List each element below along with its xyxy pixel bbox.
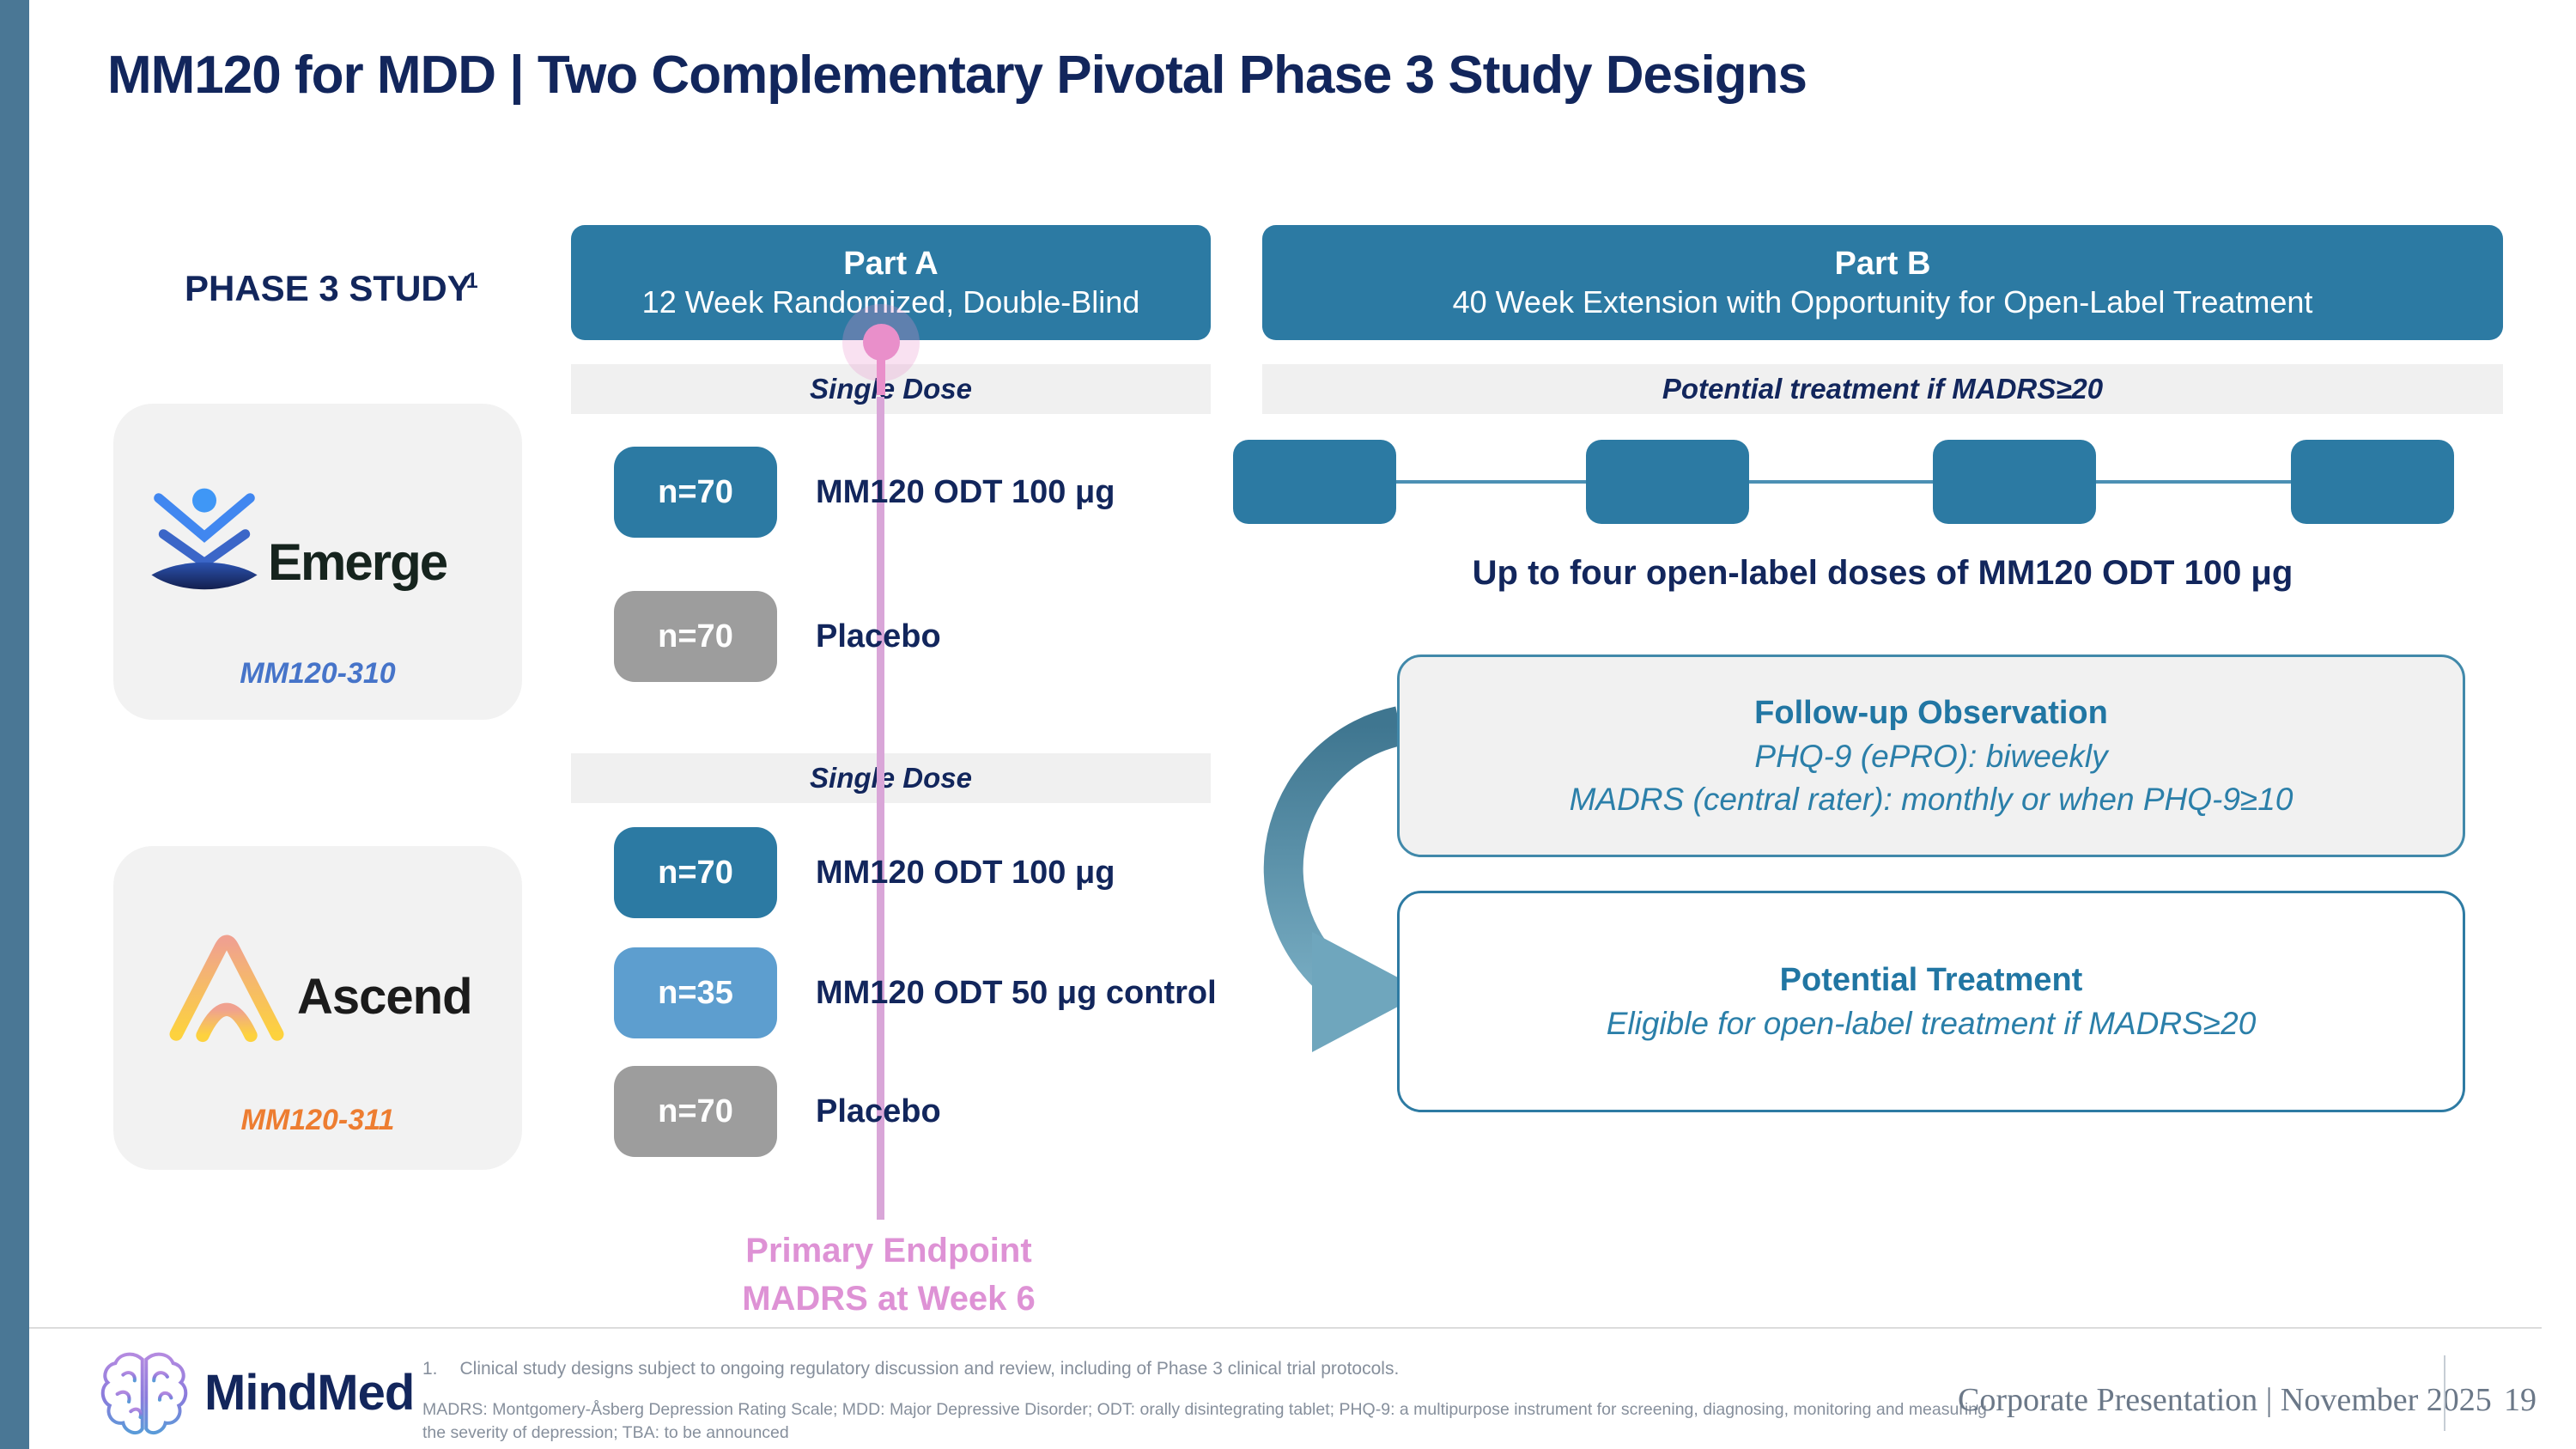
left-accent-bar [0,0,29,1449]
arm-label: Placebo [816,1093,941,1129]
dose-connector-line [1396,480,2291,484]
potential-treatment-box: Potential Treatment Eligible for open-la… [1397,891,2465,1112]
phase-3-study-label: PHASE 3 STUDY1 [185,268,478,308]
arm-n-badge: n=35 [614,947,777,1038]
open-label-doses-caption: Up to four open-label doses of MM120 ODT… [1472,554,2293,592]
study-code-ascend: MM120-311 [240,1104,395,1136]
location-pin-icon [863,324,900,361]
study-code-emerge: MM120-310 [240,657,396,690]
page-title: MM120 for MDD | Two Complementary Pivota… [107,46,1807,105]
study-card-emerge: Emerge MM120-310 [113,404,522,720]
arm-n-badge: n=70 [614,1066,777,1157]
arm-n-badge: n=70 [614,447,777,538]
study-card-ascend: Ascend MM120-311 [113,846,522,1170]
presentation-caption: Corporate Presentation | November 2025 [1958,1382,2492,1418]
dosing-timeline-line [877,397,884,1220]
mindmed-brain-icon [100,1352,188,1435]
single-dose-bar-2: Single Dose [571,753,1211,803]
followup-line-1: PHQ-9 (ePRO): biweekly [1754,739,2108,774]
arm-n-badge: n=70 [614,591,777,682]
followup-line-2: MADRS (central rater): monthly or when P… [1569,782,2293,817]
arm-label: Placebo [816,618,941,654]
arm-label: MM120 ODT 100 μg [816,473,1115,510]
arm-label: MM120 ODT 50 μg control [816,974,1217,1011]
part-a-subtitle: 12 Week Randomized, Double-Blind [641,284,1140,320]
arm-label: MM120 ODT 100 μg [816,854,1115,891]
footer-divider [29,1327,2542,1329]
potential-treatment-line: Eligible for open-label treatment if MAD… [1606,1006,2257,1041]
part-b-subtitle: 40 Week Extension with Opportunity for O… [1452,284,2313,320]
ascend-logo-icon [169,935,284,1043]
followup-title: Follow-up Observation [1754,695,2108,731]
part-a-title: Part A [843,246,939,282]
part-b-title: Part B [1834,246,1931,282]
single-dose-bar-1: Single Dose [571,364,1211,414]
page-number: 19 [2504,1382,2537,1418]
primary-endpoint-note: Primary Endpoint MADRS at Week 6 [742,1232,1036,1318]
location-pin-stem [877,344,885,395]
part-b-note-bar: Potential treatment if MADRS≥20 [1262,364,2503,414]
potential-treatment-title: Potential Treatment [1779,962,2083,998]
followup-observation-box: Follow-up Observation PHQ-9 (ePRO): biwe… [1397,654,2465,857]
arm-n-badge: n=70 [614,827,777,918]
open-label-dose-box [1586,440,1749,524]
footnote-abbreviations: MADRS: Montgomery-Åsberg Depression Rati… [422,1400,1987,1442]
footnote-marker: 1 [465,269,478,293]
footnote-1: 1. Clinical study designs subject to ong… [422,1359,1399,1379]
footer-vertical-divider [2444,1355,2445,1431]
footnote-1-number: 1. [422,1359,438,1379]
open-label-dose-box [1933,440,2096,524]
part-b-header: Part B 40 Week Extension with Opportunit… [1262,225,2503,340]
study-name-ascend: Ascend [297,969,473,1025]
open-label-dose-box [1233,440,1396,524]
open-label-dose-box [2291,440,2454,524]
emerge-logo-icon [151,488,258,590]
mindmed-wordmark: MindMed [204,1365,415,1421]
footnote-1-text: Clinical study designs subject to ongoin… [459,1359,1400,1379]
part-a-header: Part A 12 Week Randomized, Double-Blind [571,225,1211,340]
curved-arrow-icon [1263,706,1425,1052]
study-name-emerge: Emerge [268,533,448,591]
